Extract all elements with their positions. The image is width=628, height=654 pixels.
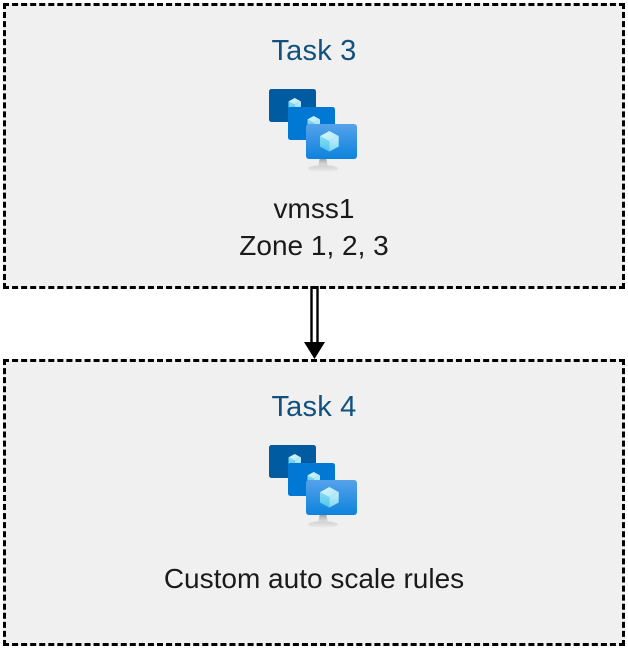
task4-caption-line-1: Custom auto scale rules [163,563,465,594]
vm-scale-set-icon [269,445,357,528]
task3-heading: Task 3 [271,35,357,67]
flow-arrow-down-icon [304,286,325,359]
vm-scale-set-icon [269,89,357,172]
task3-caption-line-2: Zone 1, 2, 3 [239,229,389,261]
task4-heading: Task 4 [271,391,357,423]
task-box-task4[interactable]: Task 4 [3,359,625,646]
task-box-task3[interactable]: Task 3 [3,3,625,289]
task4-icon-wrap [264,439,364,531]
task3-icon-wrap [264,83,364,175]
task3-caption-line-1: vmss1 [273,193,355,224]
task4-caption: Custom auto scale rules [6,561,622,598]
task3-caption: vmss1 Zone 1, 2, 3 [6,191,622,265]
